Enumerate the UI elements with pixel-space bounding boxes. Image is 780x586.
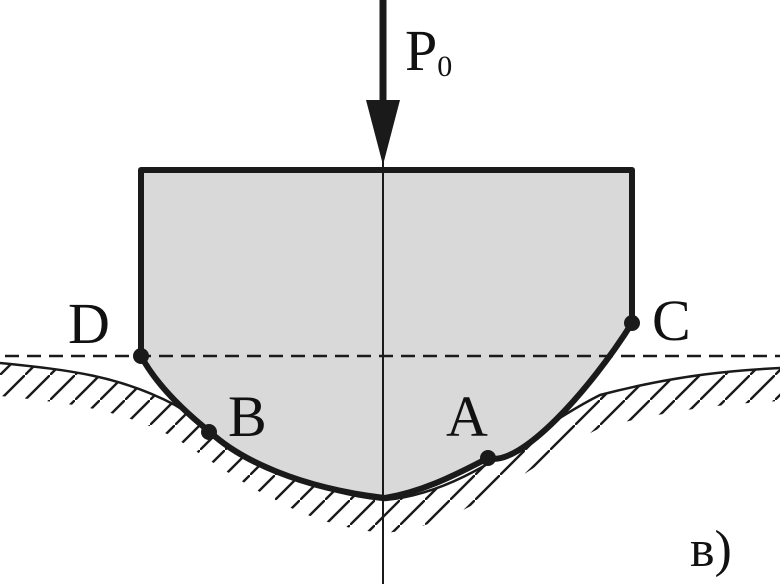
point-d-label: D	[68, 291, 110, 356]
indenter-body	[138, 167, 635, 501]
force-arrow-head	[366, 100, 400, 165]
figure-label: в)	[690, 521, 732, 578]
ground-hatch-mask	[0, 396, 780, 586]
point-b-marker	[201, 424, 217, 440]
point-d-marker	[133, 348, 149, 364]
point-a-label: A	[446, 384, 488, 449]
force-subscript: 0	[437, 50, 452, 83]
point-c-label: C	[652, 288, 691, 353]
point-c-marker	[624, 315, 640, 331]
point-a-marker	[480, 450, 496, 466]
point-b-label: B	[228, 384, 267, 449]
force-label: P0	[405, 18, 452, 83]
